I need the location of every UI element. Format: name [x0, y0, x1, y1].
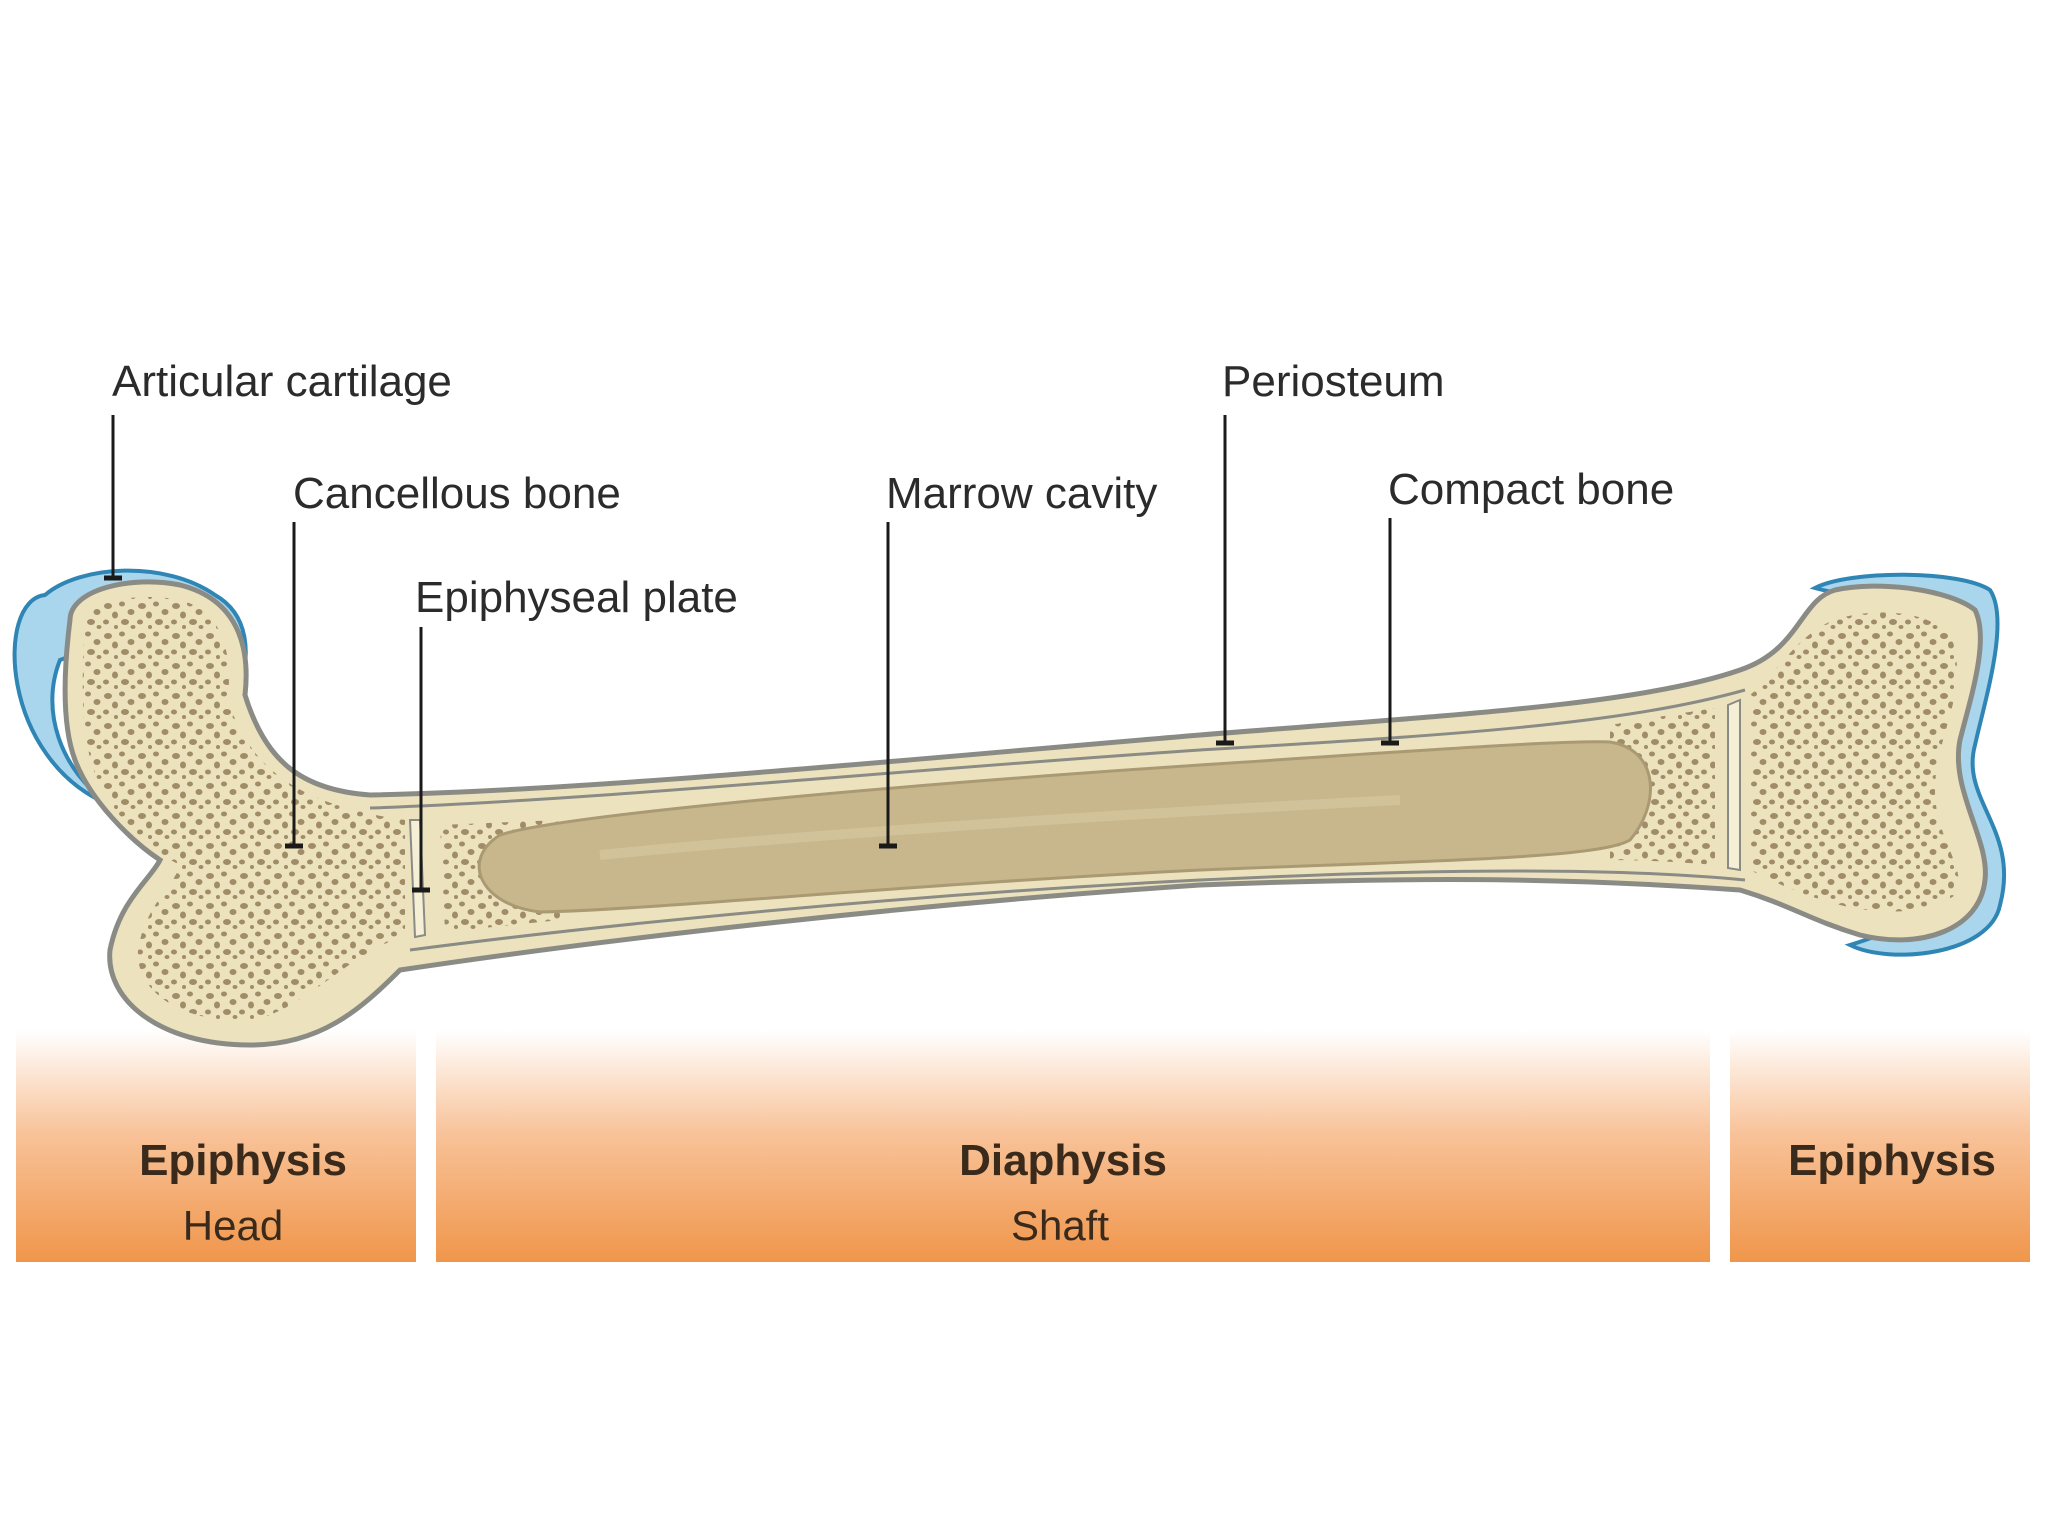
band-epiphysis-right [1730, 1030, 2030, 1262]
label-articular-cartilage: Articular cartilage [112, 357, 452, 406]
label-periosteum: Periosteum [1222, 357, 1445, 406]
cortex-inner-line [369, 688, 1746, 810]
region-epiphysis-right-title: Epiphysis [1788, 1136, 1996, 1185]
leader-lines [104, 415, 1399, 893]
callout-labels: Articular cartilage Cancellous bone Epip… [112, 357, 1674, 622]
bone [12, 568, 2007, 1048]
label-cancellous-bone: Cancellous bone [293, 469, 621, 518]
region-diaphysis-title: Diaphysis [959, 1136, 1167, 1185]
label-epiphyseal-plate: Epiphyseal plate [415, 573, 738, 622]
label-marrow-cavity: Marrow cavity [886, 469, 1157, 518]
marrow-highlight [599, 795, 1401, 860]
cancellous-bone-right [1750, 612, 1959, 912]
region-epiphysis-left-title: Epiphysis [139, 1136, 347, 1185]
region-diaphysis-subtitle: Shaft [1011, 1202, 1109, 1249]
label-compact-bone: Compact bone [1388, 465, 1674, 514]
marrow-cavity [477, 740, 1652, 914]
epiphyseal-plate-right [1727, 698, 1741, 872]
region-bands [16, 1030, 2030, 1262]
region-labels: Epiphysis Head Diaphysis Shaft Epiphysis [139, 1136, 1996, 1249]
cortex-inner-line-bottom [409, 869, 1746, 952]
band-epiphysis-left [16, 1030, 416, 1262]
region-epiphysis-left-subtitle: Head [183, 1202, 283, 1249]
band-diaphysis [436, 1030, 1710, 1262]
cancellous-bone-left [82, 597, 405, 1021]
